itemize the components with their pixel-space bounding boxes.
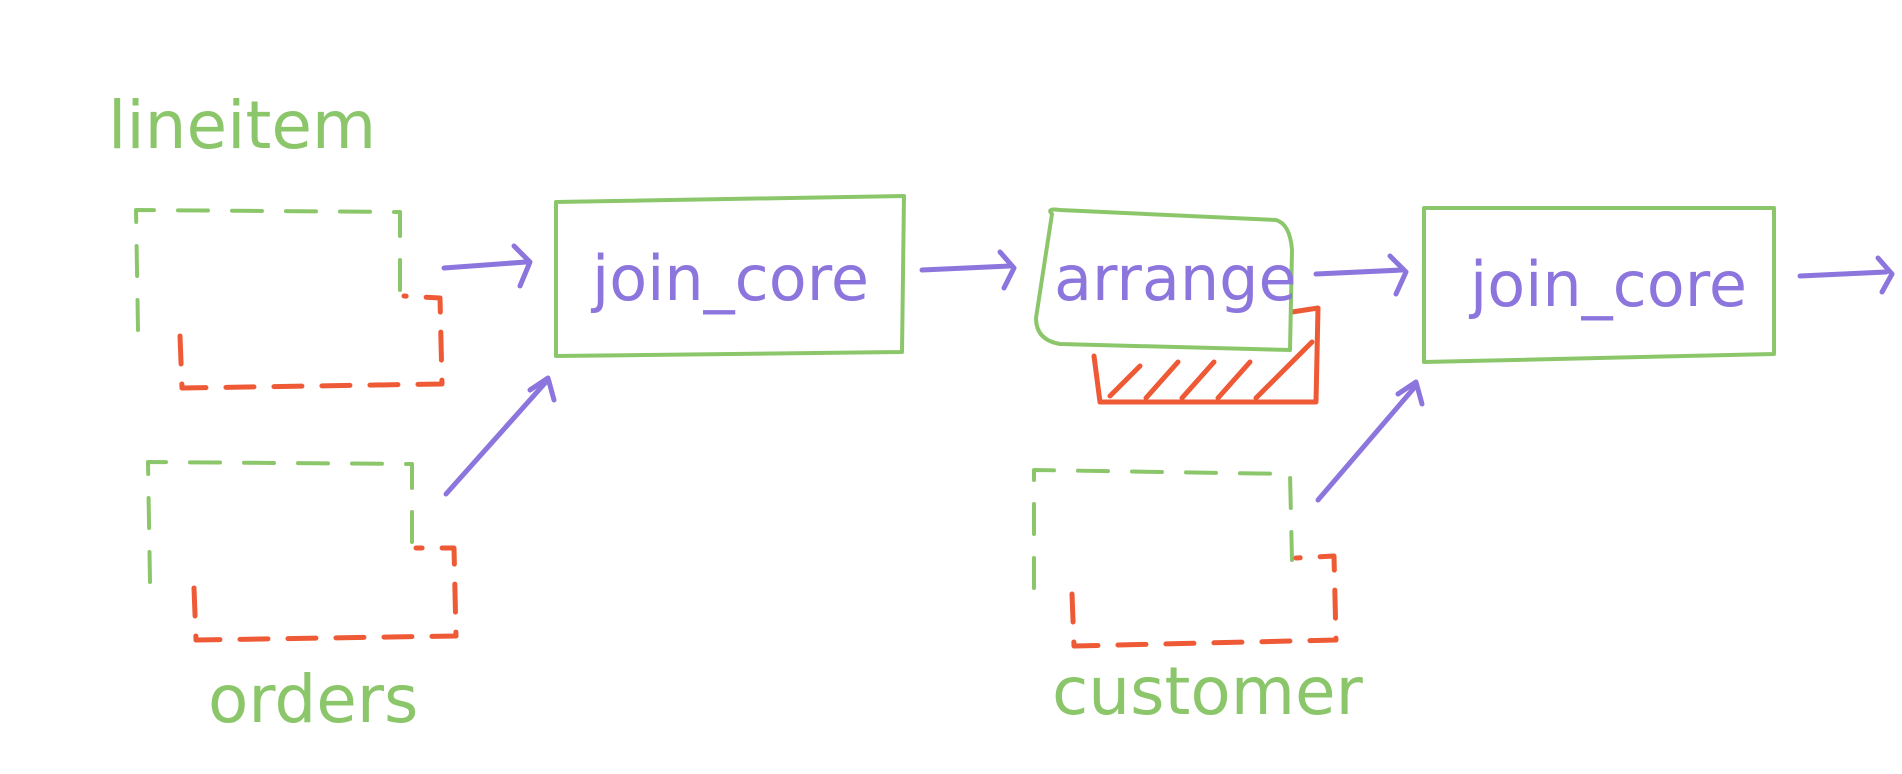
- operator-join-core-1: join_core: [554, 194, 906, 358]
- operator-box: [554, 194, 906, 358]
- arrowhead-icon: [511, 243, 533, 289]
- source-label-orders: orders: [208, 661, 418, 738]
- collection-outline-red: [191, 545, 459, 643]
- arrow-shaft: [441, 259, 529, 271]
- hatch-mark: [1143, 359, 1181, 401]
- arrow-customer-to-join-core-2: [1315, 379, 1425, 503]
- collection-outline-red: [177, 293, 445, 391]
- collection-outline-green: [146, 460, 414, 584]
- arrowhead-icon: [1875, 255, 1895, 295]
- arrow-shaft: [1797, 269, 1889, 279]
- arrangement-index: [1091, 305, 1321, 405]
- operator-box: [1422, 206, 1776, 364]
- operator-join-core-2: join_core: [1422, 206, 1776, 364]
- arrowhead-icon: [1395, 379, 1425, 407]
- arrangement-outline: [1091, 305, 1321, 405]
- arrow-shaft: [443, 379, 549, 497]
- source-collection-lineitem: [134, 208, 445, 391]
- arrow-join-core-1-to-arrange: [919, 249, 1017, 291]
- arrow-arrange-to-join-core-2: [1313, 253, 1409, 297]
- source-label-lineitem: lineitem: [108, 87, 376, 164]
- operator-label-join-core-1: join_core: [590, 242, 869, 315]
- source-label-customer: customer: [1052, 653, 1364, 730]
- source-orders: orders: [146, 460, 459, 738]
- collection-outline-green: [1032, 468, 1294, 590]
- arrow-join-core-2-output: [1797, 255, 1895, 295]
- source-collection-customer: [1032, 468, 1339, 649]
- hatch-mark: [1253, 339, 1315, 401]
- arrow-orders-to-join-core-1: [443, 375, 557, 497]
- arrow-lineitem-to-join-core-1: [441, 243, 533, 289]
- operator-arrange: arrange: [1034, 207, 1321, 405]
- operator-label-arrange: arrange: [1054, 242, 1297, 315]
- hatch-mark: [1179, 359, 1217, 401]
- hatch-mark: [1215, 359, 1253, 401]
- source-collection-orders: [146, 460, 459, 643]
- arrow-shaft: [1315, 385, 1417, 503]
- source-lineitem: lineitem: [108, 87, 445, 391]
- collection-outline-green: [134, 208, 402, 332]
- operator-box: [1034, 207, 1294, 352]
- collection-outline-red: [1069, 553, 1339, 649]
- operator-label-join-core-2: join_core: [1468, 248, 1747, 321]
- arrow-shaft: [1313, 267, 1405, 277]
- arrowhead-icon: [997, 249, 1017, 291]
- source-customer: customer: [1032, 468, 1364, 730]
- hatch-mark: [1107, 363, 1143, 399]
- arrowhead-icon: [527, 375, 557, 403]
- arrow-shaft: [919, 263, 1013, 273]
- arrowhead-icon: [1387, 253, 1409, 297]
